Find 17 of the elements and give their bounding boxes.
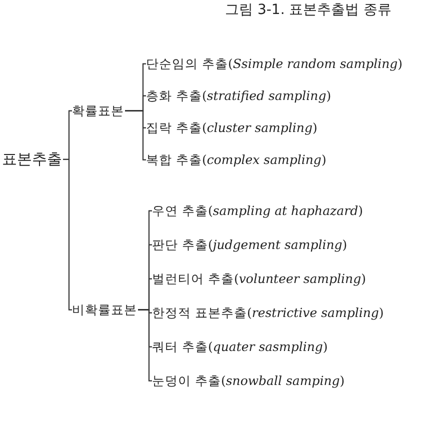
category-term: 확률표본 <box>72 103 124 119</box>
category-term: 비확률표본 <box>72 302 137 318</box>
method-term: 쿼터 추출(quater sasmpling) <box>152 339 328 355</box>
bracket-line <box>125 110 146 160</box>
method-term: 눈덩이 추출(snowball samping) <box>152 373 345 389</box>
method-term: 한정적 표본추출(restrictive sampling) <box>152 305 384 321</box>
method-term: 층화 추출(stratified sampling) <box>146 88 332 104</box>
method-term: 집락 추출(cluster sampling) <box>146 120 318 136</box>
root-term: 표본추출 <box>2 150 62 169</box>
bracket-line <box>63 158 72 310</box>
method-term: 우연 추출(sampling at haphazard) <box>152 203 363 219</box>
bracket-line <box>138 309 152 382</box>
method-term: 판단 추출(judgement sampling) <box>152 237 348 253</box>
method-term: 벌런티어 추출(volunteer sampling) <box>152 271 366 287</box>
method-term: 복합 추출(complex sampling) <box>146 152 326 168</box>
figure-title: 그림 3-1. 표본추출법 종류 <box>225 1 392 20</box>
method-term: 단순임의 추출(Ssimple random sampling) <box>146 56 403 72</box>
